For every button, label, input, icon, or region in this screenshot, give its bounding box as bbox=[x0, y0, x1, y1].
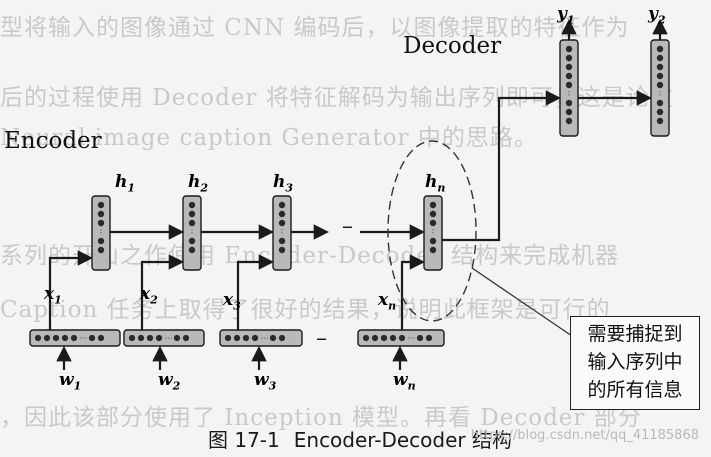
callout-line-3: 的所有信息 bbox=[587, 379, 683, 401]
figure-caption: 图 17-1 Encoder-Decoder 结构 bbox=[208, 424, 512, 453]
figure-number: 图 17-1 bbox=[208, 428, 280, 452]
embedding-block-1 bbox=[29, 329, 121, 347]
hidden-state-label-h1: h1 bbox=[115, 172, 136, 195]
embedding-block-4 bbox=[357, 329, 445, 347]
hidden-state-block-3 bbox=[272, 195, 292, 271]
input-label-x1: x1 bbox=[44, 284, 62, 307]
hidden-state-label-h2: h2 bbox=[188, 172, 209, 195]
attention-ellipse bbox=[387, 140, 477, 322]
decoder-state-block-2 bbox=[650, 39, 670, 137]
background-text: 型将输入的图像通过 CNN 编码后，以图像提取的特征作为 bbox=[0, 15, 630, 41]
callout-line-2: 输入序列中 bbox=[587, 351, 683, 373]
output-label-y2: y2 bbox=[648, 4, 666, 27]
ellipsis-inputs: – bbox=[316, 326, 327, 351]
hidden-state-block-4 bbox=[423, 195, 443, 271]
figure-title: Encoder-Decoder 结构 bbox=[293, 428, 512, 452]
encoder-label: Encoder bbox=[4, 128, 102, 154]
background-text: ，因此该部分使用了 Inception 模型。再看 Decoder 部分 bbox=[0, 405, 642, 431]
word-label-w2: w2 bbox=[158, 370, 181, 393]
input-label-x2: x2 bbox=[140, 284, 158, 307]
hidden-state-block-1 bbox=[91, 195, 111, 271]
hidden-state-block-2 bbox=[182, 195, 202, 271]
hidden-state-label-hn: hn bbox=[425, 172, 446, 195]
input-arrow-3 bbox=[236, 254, 275, 330]
callout-note: 需要捕捉到 输入序列中 的所有信息 bbox=[570, 316, 700, 410]
ellipsis-hidden: – bbox=[342, 214, 353, 239]
input-arrow-1 bbox=[48, 250, 94, 330]
context-arrow bbox=[442, 90, 562, 242]
watermark: https://blog.csdn.net/qq_41185868 bbox=[470, 428, 699, 443]
background-text: Caption 任务上取得了很好的结果，说明此框架是可行的 bbox=[0, 297, 611, 323]
input-arrow-4 bbox=[400, 254, 426, 330]
embedding-block-2 bbox=[123, 329, 205, 347]
callout-pointer bbox=[471, 267, 573, 337]
input-label-x3: x3 bbox=[223, 290, 241, 313]
callout-line-1: 需要捕捉到 bbox=[587, 323, 683, 345]
word-label-wn: wn bbox=[393, 370, 416, 393]
decoder-label: Decoder bbox=[403, 33, 502, 59]
input-arrow-2 bbox=[140, 254, 185, 330]
output-label-y1: y1 bbox=[557, 4, 575, 27]
input-label-xn: xn bbox=[378, 290, 397, 313]
word-label-w1: w1 bbox=[59, 370, 82, 393]
hidden-state-label-h3: h3 bbox=[273, 172, 294, 195]
word-label-w3: w3 bbox=[254, 370, 277, 393]
embedding-block-3 bbox=[219, 329, 303, 347]
decoder-state-block-1 bbox=[559, 39, 579, 137]
